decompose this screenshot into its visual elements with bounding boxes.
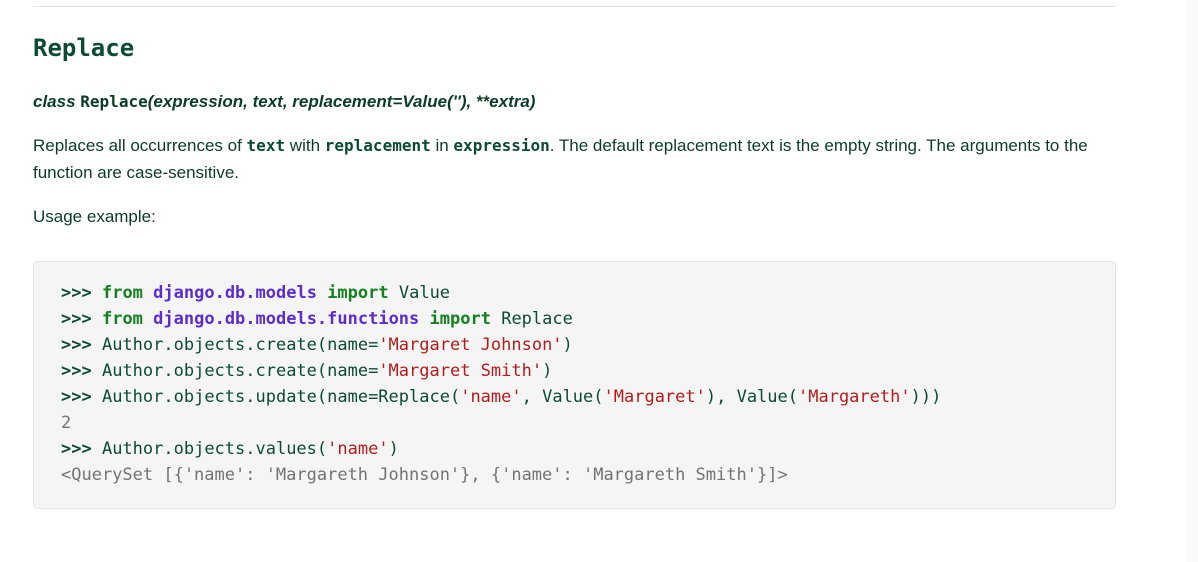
code-prompt: >>> [61, 283, 92, 303]
code-text: ), Value( [705, 387, 798, 407]
code-string: 'Margareth' [798, 387, 911, 407]
code-example: >>> from django.db.models import Value>>… [33, 261, 1116, 509]
code-lines: >>> from django.db.models import Value>>… [61, 280, 941, 488]
code-string: 'name' [327, 439, 389, 459]
code-text: ) [542, 361, 553, 381]
code-line: >>> Author.objects.create(name='Margaret… [61, 332, 941, 358]
code-line: >>> Author.objects.update(name=Replace('… [61, 384, 941, 410]
section-divider [33, 6, 1116, 7]
code-line: >>> from django.db.models.functions impo… [61, 306, 941, 332]
signature-prefix: class [33, 92, 76, 111]
code-keyword: import [429, 309, 491, 329]
code-text: Author.objects.create(name= [101, 361, 379, 381]
signature-params: (expression, text, replacement=Value('')… [147, 92, 536, 111]
code-text: Author.objects.update(name=Replace( [101, 387, 461, 407]
inline-code-replacement: replacement [324, 136, 431, 155]
section-title: Replace [33, 34, 135, 62]
code-text: ))) [910, 387, 942, 407]
usage-label: Usage example: [33, 207, 156, 226]
code-line: >>> Author.objects.values('name') [61, 436, 941, 462]
description-text: in [430, 136, 454, 155]
code-prompt: >>> [61, 361, 92, 381]
code-string: 'Margaret' [603, 387, 706, 407]
code-module: django.db.models [153, 283, 317, 303]
code-output: 2 [61, 413, 72, 433]
code-keyword: import [327, 283, 389, 303]
code-name: Replace [501, 309, 573, 329]
code-keyword: from [101, 309, 143, 329]
code-string: 'Margaret Johnson' [378, 335, 563, 355]
class-signature: class Replace(expression, text, replacem… [33, 90, 535, 114]
code-output: <QuerySet [{'name': 'Margareth Johnson'}… [61, 465, 788, 485]
description-paragraph: Replaces all occurrences of text with re… [33, 132, 1116, 186]
signature-name: Replace [80, 92, 148, 111]
code-text: ) [562, 335, 573, 355]
description-text: . The default replacement text is the em… [33, 136, 1088, 182]
code-prompt: >>> [61, 335, 92, 355]
inline-code-text: text [246, 136, 286, 155]
code-string: 'name' [460, 387, 522, 407]
code-text: Author.objects.create(name= [101, 335, 379, 355]
code-string: 'Margaret Smith' [378, 361, 543, 381]
description-text: with [285, 136, 325, 155]
code-text: ) [388, 439, 399, 459]
code-line: >>> Author.objects.create(name='Margaret… [61, 358, 941, 384]
code-name: Value [398, 283, 451, 303]
scrollbar[interactable] [1186, 0, 1198, 562]
code-line: >>> from django.db.models import Value [61, 280, 941, 306]
description-text: Replaces all occurrences of [33, 136, 247, 155]
code-text: Author.objects.values( [101, 439, 328, 459]
code-prompt: >>> [61, 439, 92, 459]
code-keyword: from [101, 283, 143, 303]
code-prompt: >>> [61, 309, 92, 329]
inline-code-expression: expression [453, 136, 550, 155]
code-module: django.db.models.functions [153, 309, 420, 329]
code-prompt: >>> [61, 387, 92, 407]
code-text: , Value( [521, 387, 604, 407]
